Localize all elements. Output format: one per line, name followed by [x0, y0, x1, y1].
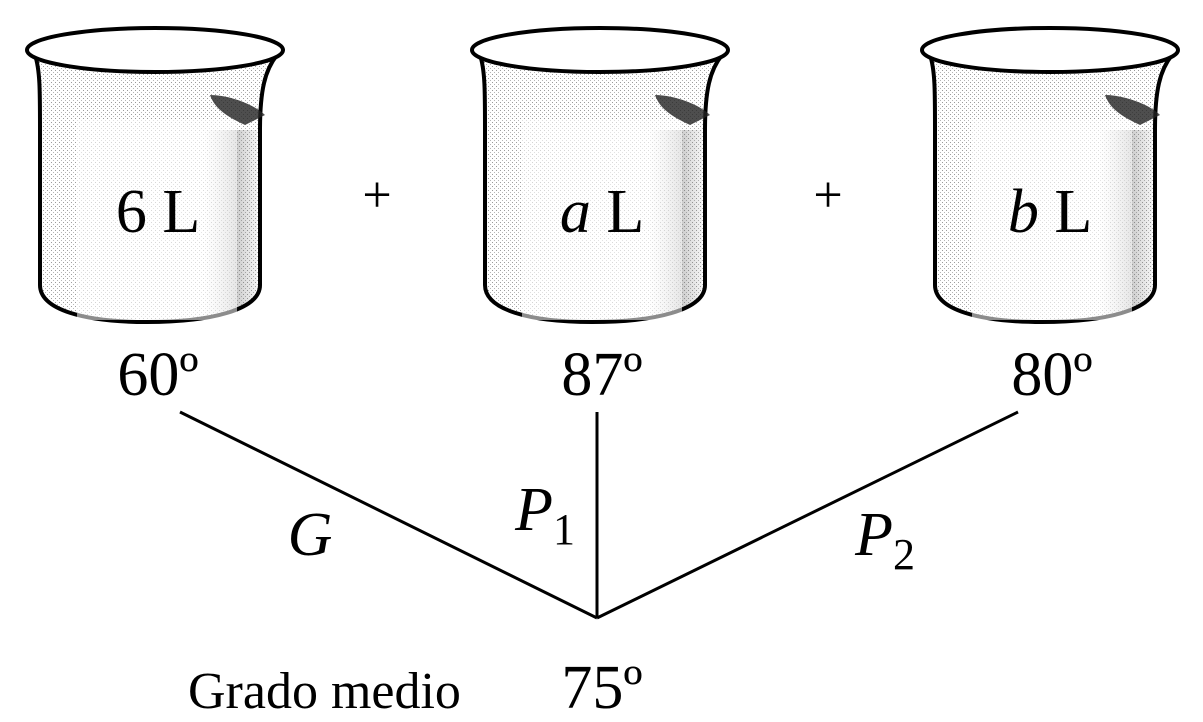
- result-degree: 75º: [561, 654, 642, 722]
- degree-label-1: 60º: [117, 341, 198, 409]
- result-label: Grado medio: [188, 663, 461, 720]
- line-right: [597, 412, 1018, 618]
- plus-sign-2: +: [813, 167, 842, 224]
- beaker-2: [472, 28, 728, 322]
- line-right-label: P2: [854, 501, 915, 579]
- beaker-1: [27, 28, 283, 322]
- plus-sign-1: +: [362, 167, 391, 224]
- beaker-1-label: 6 L: [116, 178, 200, 246]
- beaker-3-label: b L: [1008, 178, 1092, 246]
- beaker-2-label: a L: [560, 178, 644, 246]
- line-middle-label: P1: [514, 476, 575, 554]
- degree-label-2: 87º: [561, 341, 642, 409]
- beaker-3: [922, 28, 1178, 322]
- degree-label-3: 80º: [1011, 341, 1092, 409]
- line-left-label: G: [288, 501, 333, 569]
